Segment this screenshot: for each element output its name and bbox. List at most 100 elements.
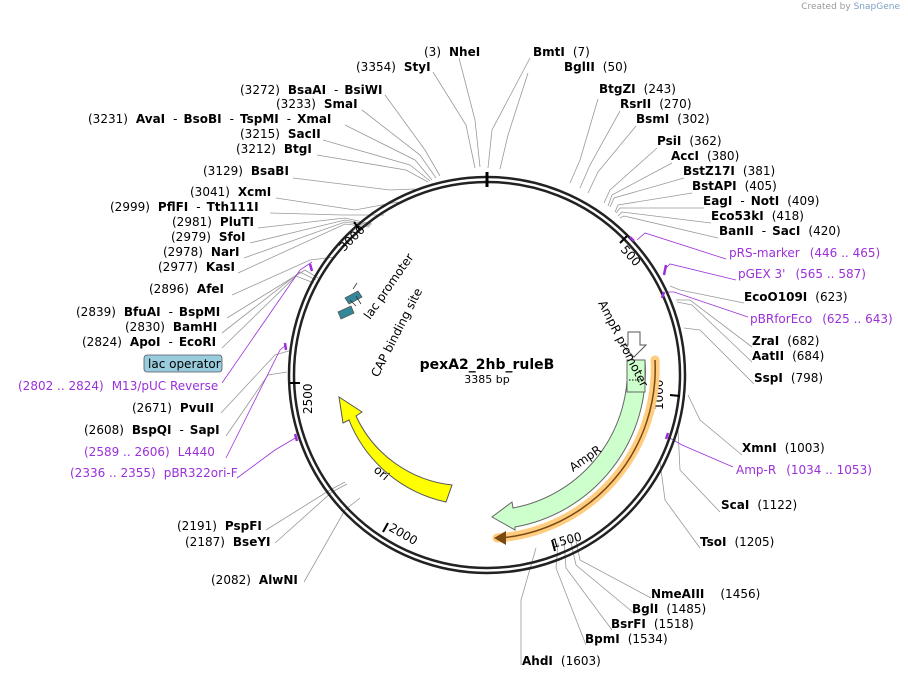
connector-pspfi (265, 481, 346, 531)
connector-bfuai (226, 269, 319, 319)
site-bsabi: (3129)BsaBI (203, 164, 289, 178)
primer-mark-pbr (660, 291, 666, 299)
primer-prs-marker: pRS-marker(446 .. 465) (729, 246, 880, 260)
site-bstapi: BstAPI(405) (692, 179, 777, 193)
connector-bsmi (587, 125, 637, 194)
connector-sspi (683, 327, 755, 385)
connector-btgi (316, 154, 429, 183)
connector-styi (432, 71, 476, 169)
connector-afei (231, 256, 336, 296)
primer-mark-prs (629, 236, 635, 242)
site-afei: (2896)AfeI (149, 282, 224, 296)
primer-amp-r: Amp-R(1034 .. 1053) (736, 463, 872, 477)
lac-promoter-feature (344, 290, 363, 305)
connector-kasi (237, 223, 370, 274)
primer-mark-m13 (308, 263, 314, 272)
connector-ahdi (520, 547, 537, 665)
site-bamhi: (2830)BamHI (125, 320, 217, 334)
primer-mark-l4440 (283, 342, 288, 351)
primer-pbrforeco: pBRforEco(625 .. 643) (750, 312, 893, 326)
site-pvuii: (2671)PvuII (132, 401, 214, 415)
connector-bspqi (225, 371, 288, 437)
connector-bsrfi (563, 540, 613, 631)
connector-scai (677, 429, 721, 513)
site-apoi: (2824)ApoI-EcoRI (82, 335, 216, 349)
tick-mark-1000 (669, 394, 681, 397)
connector-xmni (687, 394, 743, 456)
site-nmeaiii: NmeAIII(1456) (651, 587, 760, 601)
snapgene-credit: Created by SnapGene (801, 2, 900, 12)
plasmid-length: 3385 bp (464, 373, 509, 386)
lac-operator-label: lac operator (148, 357, 221, 371)
site-ecoo109i: EcoO109I(623) (744, 290, 848, 304)
site-sspi: SspI(798) (754, 371, 823, 385)
connector-m13 (221, 261, 313, 384)
connector-aatii (676, 301, 753, 363)
connector-pbrforeco (668, 291, 749, 318)
primer-mark-ampr (664, 432, 670, 440)
connector-sacii (322, 139, 431, 182)
connector-amp-r (667, 436, 734, 468)
lac-operator-box (143, 354, 223, 373)
plasmid-name: pexA2_2hb_ruleB (420, 357, 555, 373)
tick-mark-3000 (353, 221, 361, 231)
connector-eco53ki (617, 211, 712, 224)
tick-500: 500 (618, 243, 644, 269)
connector-pflfi (269, 212, 384, 216)
ruler-ticks (290, 221, 681, 552)
primer-mark-pbr322 (293, 433, 299, 442)
site-alwni: (2082)AlwNI (211, 573, 298, 587)
primer-m13: (2802 .. 2824)M13/pUC Reverse (18, 379, 218, 393)
site-bgli: BglI(1485) (632, 602, 706, 616)
site-aatii: AatII(684) (752, 349, 824, 363)
site-banii: BanII-SacI(420) (719, 224, 841, 238)
site-rsrii: RsrII(270) (620, 97, 692, 111)
connector-prs-marker (636, 232, 727, 260)
site-psii: PsiI(362) (657, 134, 722, 148)
ampr-orf-arrowhead (494, 531, 506, 545)
connector-psii (603, 147, 658, 204)
connector-bamhi (221, 271, 317, 334)
site-bsaai: (3272)BsaAI-BsiWI (240, 83, 383, 97)
connector-btgzi (569, 98, 599, 184)
connector-nmeaiii (574, 535, 652, 599)
site-sacii: (3215)SacII (240, 127, 321, 141)
connector-bsabi (292, 177, 416, 191)
connector-zrai (676, 299, 753, 348)
connector-sfoi (249, 219, 372, 244)
connector-nhei (458, 57, 481, 168)
connector-smai (361, 109, 437, 179)
connector-bseyi (274, 483, 348, 544)
site-bseyi: (2187)BseYI (185, 535, 271, 549)
site-bstz17i: BstZ17I(381) (683, 164, 775, 178)
lac-operator-marks (349, 282, 362, 307)
connector-eagi (615, 207, 704, 214)
connector-bstz17i (609, 177, 685, 208)
site-bglii: BglII(50) (564, 60, 627, 74)
ampr-feature (491, 359, 646, 531)
site-pspfi: (2191)PspFI (177, 519, 262, 533)
connector-pgex3 (663, 263, 737, 281)
primer-l4440: (2589 .. 2606)L4440 (84, 445, 215, 459)
site-smai: (3233)SmaI (276, 97, 358, 111)
connector-bstapi (614, 192, 693, 213)
connector-acci (607, 162, 673, 207)
site-bmti: BmtI(7) (533, 45, 590, 59)
site-tsoi: TsoI(1205) (700, 535, 774, 549)
connector-pvuii (220, 349, 293, 414)
connector-bsaai (384, 94, 441, 177)
site-eco53ki: Eco53kI(418) (711, 209, 804, 223)
ampr-promoter-arrow (620, 331, 648, 358)
connector-ecoo109i (669, 285, 745, 304)
primer-pgex3: pGEX 3'(565 .. 587) (738, 267, 866, 281)
ampr-region-box (626, 359, 646, 393)
tick-2500: 2500 (301, 383, 315, 414)
site-ahdi: AhdI(1603) (522, 654, 601, 668)
ampr-orf-core (499, 359, 656, 539)
connector-banii (619, 215, 719, 239)
connector-alwni (303, 497, 361, 583)
connector-rsrii (579, 110, 621, 189)
feature-label-ampr-promoter: AmpR promoter (595, 298, 651, 389)
site-zrai: ZraI(682) (752, 334, 819, 348)
